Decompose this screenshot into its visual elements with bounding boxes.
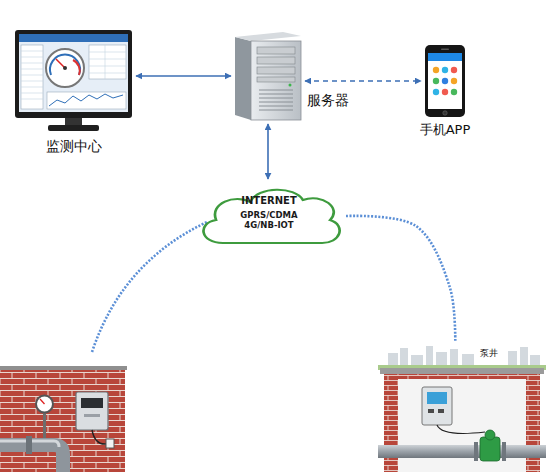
monitor-illustration [21,51,43,99]
server-illustration [257,77,295,82]
node-label: 监测中心 [46,138,102,155]
pump-well-illustration [427,392,447,404]
pump-well-illustration [502,442,506,461]
wall-site-illustration [0,369,125,472]
monitor-illustration [21,45,43,109]
wall-site-illustration [36,396,53,413]
wall-site-illustration [43,412,46,438]
pump-well-illustration [520,347,528,367]
server-illustration [251,41,301,120]
monitor-illustration [15,30,132,118]
monitor-illustration [46,49,84,87]
server-illustration [235,32,301,41]
pump-well-illustration [388,353,398,367]
cloud-outline [203,190,339,243]
phone-illustration [433,89,439,95]
phone-illustration [451,89,457,95]
pump-well-illustration [437,425,485,433]
server-illustration [289,84,292,87]
pump-well-illustration [426,346,433,367]
pump-well-illustration [436,352,447,367]
wall-site-illustration [92,430,106,444]
text-column: INTERNET GPRS/CDMA 4G/NB-IOT [193,183,345,230]
server-illustration [235,37,251,120]
phone-illustration [433,78,439,84]
phone-illustration [428,53,462,109]
pump-well-illustration [438,409,444,413]
pump-well-illustration [380,368,544,374]
server-illustration [257,47,295,54]
monitor-illustration [47,92,126,109]
monitor-illustration [63,66,67,70]
node-label: 泵井 [478,348,500,359]
wall-site-illustration [26,436,32,454]
pump-well-illustration [480,437,500,461]
monitor-illustration [19,34,128,112]
wall-site-illustration [84,414,100,417]
phone-illustration [425,45,465,117]
server-illustration [259,90,293,110]
pump-well-illustration [422,387,452,425]
pump-well-illustration [388,346,540,367]
monitor-illustration [89,45,126,79]
pump-well-illustration [450,349,458,367]
pump-well-illustration [378,345,546,472]
node-label: 服务器 [307,92,349,109]
monitor-illustration [48,125,99,131]
pump-well-illustration [485,430,495,440]
pump-well-illustration [378,445,546,458]
wall-site-illustration [76,392,108,430]
pump-well-illustration [508,351,517,367]
pump-well-illustration [398,379,526,472]
link-arrow [136,75,231,77]
pump-well: 泵井 [378,345,546,472]
monitor-illustration [15,30,132,132]
server-illustration [257,67,295,74]
wall-site-illustration [40,399,45,404]
node-sublabel: GPRS/CDMA 4G/NB-IOT [238,210,300,230]
phone-illustration [451,78,457,84]
data-transmission-arc [92,222,207,352]
phone-illustration [442,67,448,73]
pump-well-illustration [474,442,478,461]
link-arrow [305,80,421,82]
monitor-illustration [49,94,123,106]
monitor-illustration [19,34,128,42]
server-tower: 服务器 [235,32,301,120]
phone-illustration [428,53,462,61]
server-illustration [257,57,295,64]
monitor-illustration [73,60,80,75]
phone-illustration [441,49,449,51]
link-arrow [267,124,269,179]
internet-cloud: INTERNET GPRS/CDMA 4G/NB-IOT [193,183,345,249]
phone-illustration [425,45,465,117]
monitor-illustration [50,55,80,75]
wall-site-illustration [106,439,114,448]
phone-illustration [433,67,439,73]
wall-site-illustration [0,366,127,472]
pump-well-illustration [428,409,434,413]
phone-illustration [443,111,447,115]
monitoring-center: 监测中心 [15,30,132,132]
node-label: 手机APP [420,122,471,138]
monitor-illustration [89,45,126,79]
node-label: INTERNET [241,195,296,207]
phone-illustration [451,67,457,73]
phone-illustration [442,78,448,84]
pump-well-illustration [400,348,408,367]
phone-illustration [442,89,448,95]
mobile-app-phone: 手机APP [425,45,465,117]
server-illustration [235,32,301,120]
wall-site-illustration [0,366,127,370]
data-transmission-arc [346,216,455,341]
wall-site-illustration [81,398,103,408]
